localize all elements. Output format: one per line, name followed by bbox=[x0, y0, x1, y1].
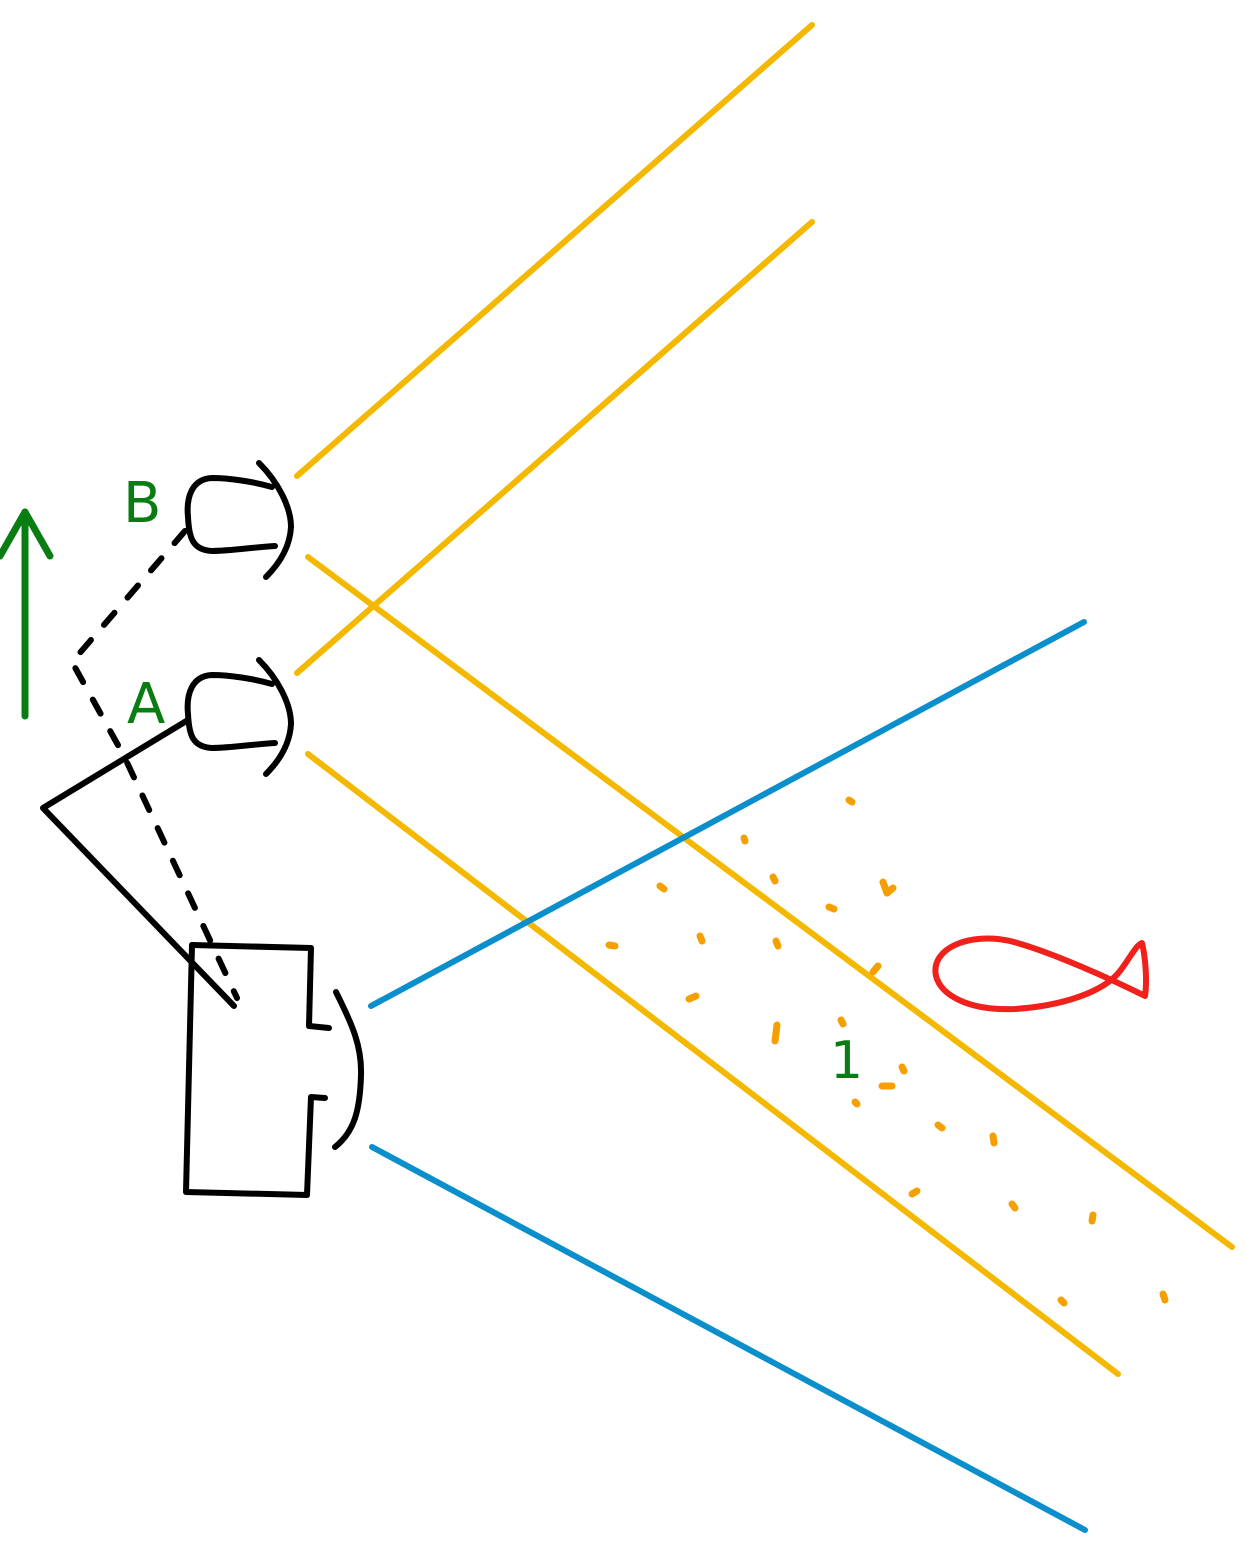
beam-b-lower bbox=[305, 554, 1235, 1250]
scatter-dots bbox=[605, 796, 1169, 1307]
beam-main-upper bbox=[368, 619, 1087, 1009]
dashed-connector bbox=[69, 528, 240, 1001]
solid-connector bbox=[40, 717, 237, 1009]
fish-icon bbox=[932, 935, 1149, 1013]
up-arrow-icon bbox=[0, 508, 54, 720]
beam-b-upper bbox=[294, 22, 815, 479]
label-region-1: 1 bbox=[830, 1031, 863, 1091]
beam-main-lower bbox=[369, 1144, 1088, 1533]
beam-a-lower bbox=[305, 751, 1121, 1377]
label-a: A bbox=[127, 672, 165, 737]
label-b: B bbox=[123, 471, 161, 536]
sensor-a-icon bbox=[184, 657, 294, 777]
sensor-b-icon bbox=[184, 460, 294, 580]
main-emitter-icon bbox=[183, 942, 365, 1198]
beam-a-upper bbox=[294, 219, 815, 676]
